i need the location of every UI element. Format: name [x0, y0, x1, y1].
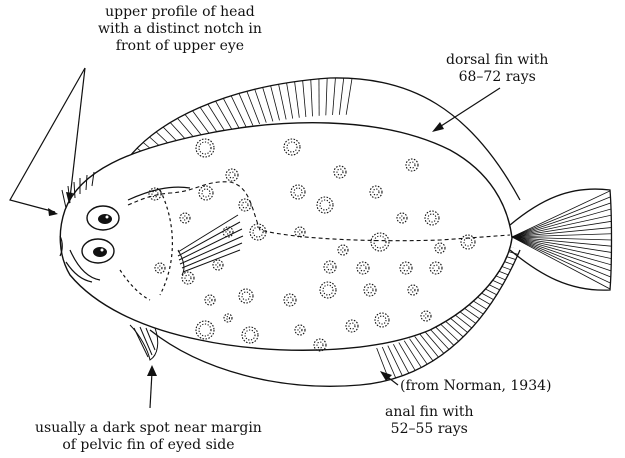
head-profile-leader-2	[70, 68, 85, 198]
caudal-ray	[512, 237, 612, 284]
dorsal-ray	[53, 362, 122, 370]
anal-fin-line-2: 52–55 rays	[385, 421, 474, 438]
anal-ray	[505, 183, 580, 184]
head-profile-line-1: upper profile of head	[98, 4, 262, 21]
anal-ray	[505, 171, 580, 173]
anal-ray	[502, 139, 576, 148]
caudal-ray	[512, 215, 612, 237]
anal-ray	[501, 133, 574, 144]
dorsal-fin-line-2: 68–72 rays	[446, 69, 548, 86]
dorsal-fin-leader	[438, 88, 500, 128]
dorsal-ray	[258, 72, 274, 126]
caudal-ray	[512, 237, 612, 259]
anal-ray	[504, 158, 579, 163]
pelvic-fin	[130, 325, 158, 360]
pelvic-spot-label: usually a dark spot near margin of pelvi…	[35, 420, 262, 454]
lower-eye-icon	[82, 239, 114, 263]
anal-ray	[504, 152, 578, 159]
anal-ray	[501, 213, 574, 223]
dorsal-fin-line-1: dorsal fin with	[446, 52, 548, 69]
caudal-ray	[512, 209, 612, 237]
dorsal-fin-label: dorsal fin with 68–72 rays	[446, 52, 548, 86]
dorsal-ray	[50, 342, 120, 345]
dorsal-ray	[58, 382, 126, 396]
pelvic-spot-leader	[150, 372, 152, 408]
dorsal-ray	[326, 65, 328, 120]
dorsal-ray	[332, 65, 336, 120]
anal-fin-label: anal fin with 52–55 rays	[385, 404, 474, 438]
dorsal-ray	[51, 349, 121, 354]
dorsal-ray	[284, 67, 293, 122]
anal-ray	[500, 127, 573, 139]
caudal-fin	[510, 189, 612, 290]
pelvic-spot-line-2: of pelvic fin of eyed side	[35, 437, 262, 454]
dorsal-ray	[52, 355, 121, 362]
head-profile-leader	[10, 68, 85, 212]
caudal-ray	[512, 237, 612, 271]
dorsal-ray	[275, 69, 287, 123]
upper-eye-icon	[87, 206, 119, 230]
caudal-ray	[512, 203, 612, 238]
head-arrow-icon	[48, 208, 58, 216]
dorsal-ray	[301, 66, 306, 121]
pelvic-spot-line-1: usually a dark spot near margin	[35, 420, 262, 437]
anal-ray	[389, 335, 414, 382]
source-citation-text: (from Norman, 1934)	[400, 378, 552, 395]
body-outline	[60, 123, 512, 351]
dorsal-arrow-icon	[432, 122, 444, 132]
anal-ray	[505, 165, 580, 169]
dorsal-ray	[50, 335, 120, 336]
head-profile-line-2: with a distinct notch in	[98, 21, 262, 38]
head-profile-label: upper profile of head with a distinct no…	[98, 4, 262, 55]
dorsal-ray	[51, 311, 121, 315]
head-profile-line-3: front of upper eye	[98, 38, 262, 55]
caudal-ray	[512, 196, 612, 237]
anal-ray	[503, 146, 577, 154]
dorsal-ray	[55, 369, 124, 379]
pelvic-arrow-icon	[147, 365, 157, 376]
dorsal-ray	[267, 70, 281, 124]
source-citation: (from Norman, 1934)	[400, 378, 552, 395]
dorsal-ray	[339, 66, 346, 121]
dorsal-ray	[345, 67, 354, 122]
dorsal-ray	[50, 319, 120, 321]
dorsal-ray	[310, 65, 313, 120]
anal-fin-line-1: anal fin with	[385, 404, 474, 421]
anal-ray	[505, 188, 580, 191]
caudal-ray	[512, 190, 612, 237]
dorsal-ray	[250, 74, 268, 127]
dorsal-ray	[293, 66, 300, 121]
dorsal-ray	[56, 376, 124, 388]
caudal-ray	[512, 237, 612, 278]
anal-ray	[504, 193, 579, 197]
